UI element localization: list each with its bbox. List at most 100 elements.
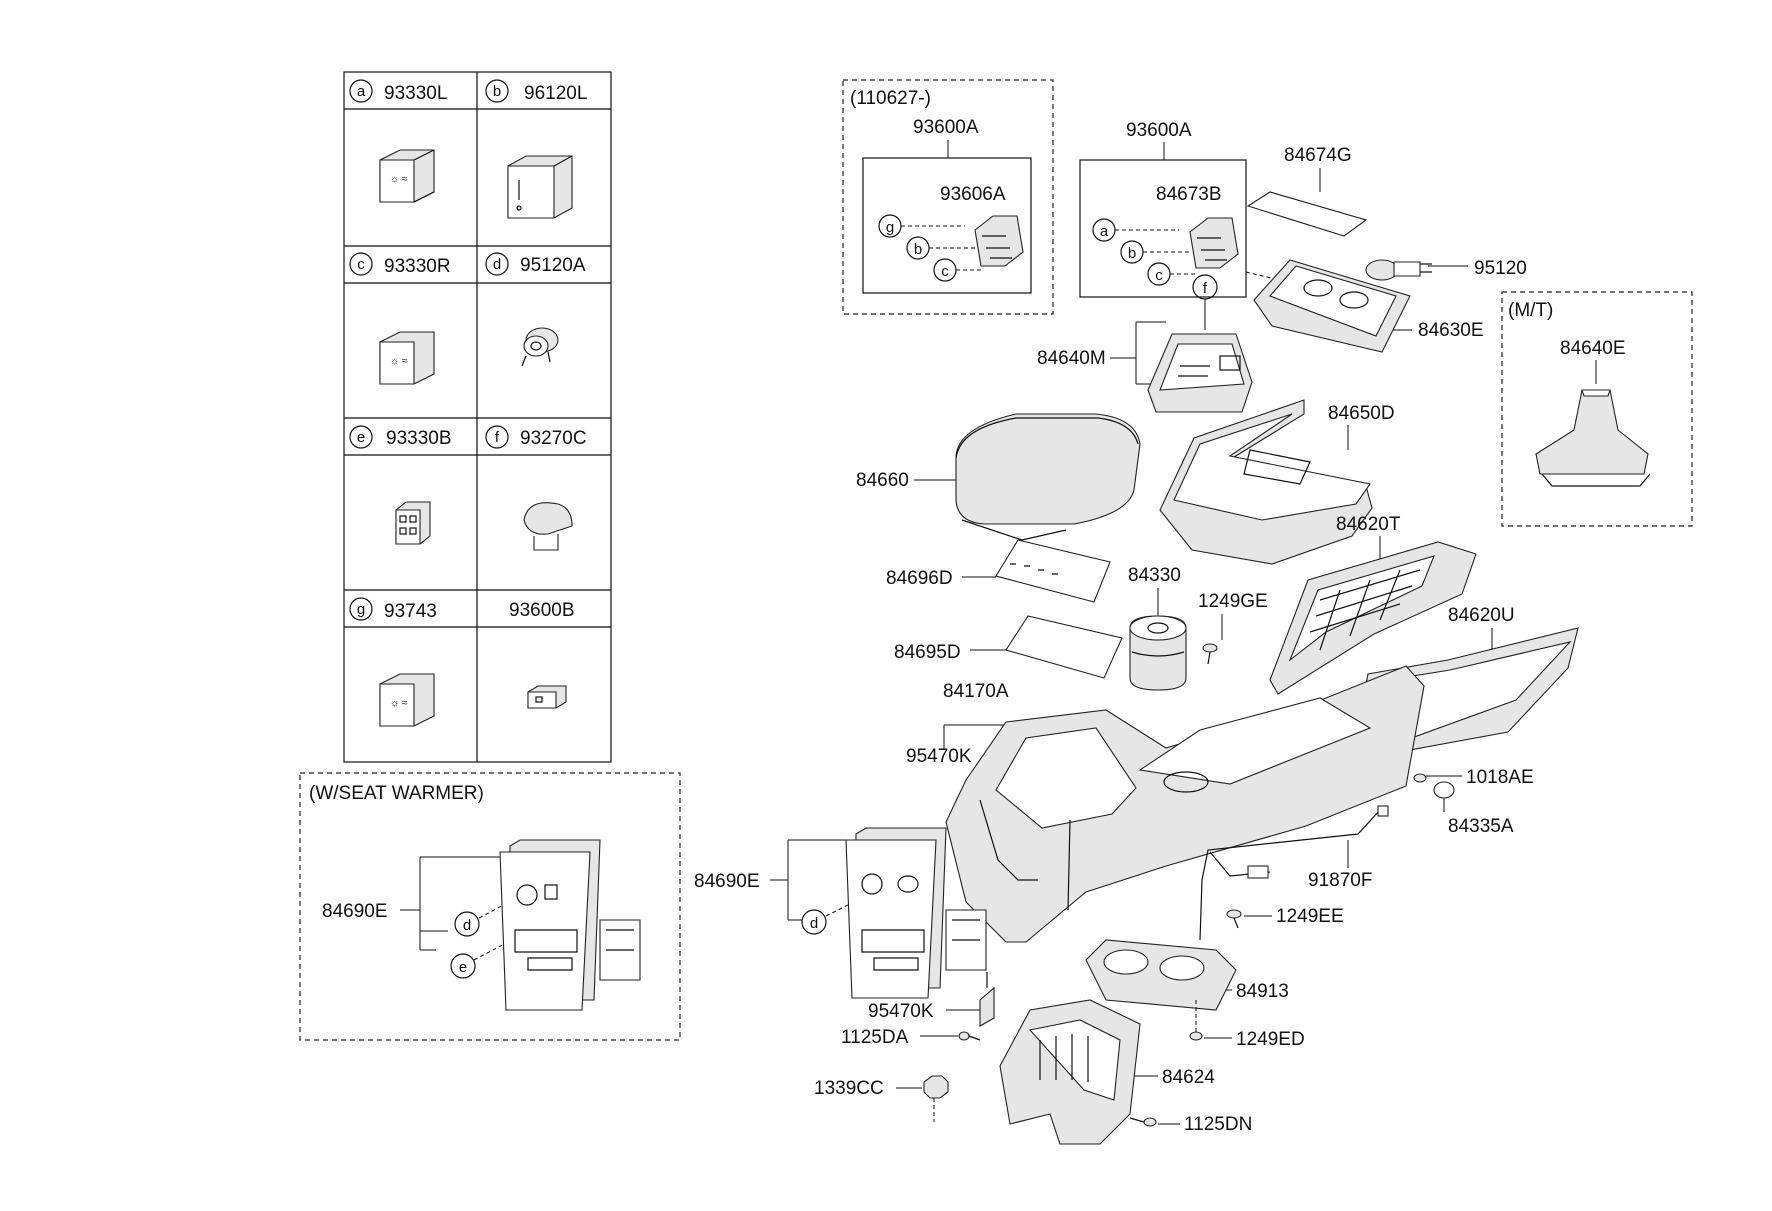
base-sub-label: 84673B	[1156, 184, 1222, 205]
screw-icon	[1189, 1000, 1203, 1041]
shifter-cover-icon	[1147, 333, 1253, 413]
svg-text:b: b	[1128, 245, 1136, 262]
svg-text:84650D: 84650D	[1328, 403, 1395, 424]
part-84624: 84624	[999, 999, 1215, 1145]
svg-text:84913: 84913	[1236, 981, 1289, 1002]
svg-text:1249GE: 1249GE	[1198, 591, 1268, 612]
svg-text:91870F: 91870F	[1308, 870, 1372, 891]
dated-assembly-label: 93600A	[913, 117, 979, 138]
legend-table: a 93330L b 96120L c 93330R d 95120A e 93…	[343, 71, 612, 763]
svg-text:d: d	[463, 917, 471, 934]
bolt-icon	[958, 1031, 981, 1041]
part-84650D: 84650D	[1159, 399, 1395, 565]
part-84620T: 84620T	[1269, 514, 1477, 695]
part-84695D: 84695D	[894, 615, 1123, 679]
legend-letter: c	[357, 256, 365, 273]
dated-sub-label: 93606A	[940, 184, 1006, 205]
armrest-lid-icon	[955, 413, 1141, 541]
console-upper-cover-icon	[1159, 399, 1373, 565]
legend-part-number: 95120A	[520, 255, 586, 276]
sensor-icon	[979, 972, 995, 1027]
svg-text:1125DA: 1125DA	[841, 1027, 909, 1048]
switch-g-icon: ☼ ≈	[379, 673, 435, 727]
part-1249GE: 1249GE	[1198, 591, 1268, 665]
svg-text:84170A: 84170A	[943, 681, 1009, 702]
switch-c-icon: ☼ ≈	[379, 331, 435, 385]
switch-bracket-icon	[974, 215, 1024, 267]
mt-group: (M/T) 84640E	[1501, 291, 1693, 527]
switch-e-icon	[395, 501, 431, 545]
dated-switch-group: (110627-) 93600A 93606A g b c	[842, 79, 1054, 315]
mt-heading: (M/T)	[1508, 300, 1553, 321]
svg-text:84660: 84660	[856, 470, 909, 491]
part-84170A: 84170A 95470K	[906, 665, 1425, 943]
cap-f-icon	[523, 502, 573, 551]
svg-text:1018AE: 1018AE	[1466, 767, 1534, 788]
screw-icon	[1226, 909, 1242, 929]
part-84630E: 84630E	[1253, 259, 1484, 353]
part-84335A: 84335A	[1433, 781, 1514, 837]
legend-cell-g: g 93743	[349, 597, 437, 622]
legend-letter: b	[493, 83, 501, 100]
svg-text:95470K: 95470K	[906, 746, 972, 767]
part-95470K-lower: 95470K	[868, 972, 995, 1027]
legend-part-number: 93270C	[520, 428, 587, 449]
legend-cell-blank: 93600B	[509, 600, 575, 621]
bolt-icon	[1129, 1117, 1157, 1127]
connector-icon	[527, 685, 567, 709]
legend-part-number: 96120L	[524, 83, 587, 104]
seat-warmer-panel-icon	[499, 839, 641, 1011]
front-panel-icon	[845, 827, 987, 999]
side-panel-left-icon	[1269, 541, 1477, 695]
svg-text:c: c	[941, 263, 949, 280]
part-84330: 84330	[1128, 565, 1187, 691]
ash-cup-icon	[1129, 615, 1187, 691]
mat-84696D-icon	[995, 539, 1111, 603]
svg-text:☼ ≈: ☼ ≈	[390, 174, 408, 185]
power-outlet-icon	[1365, 259, 1432, 281]
console-body-icon	[945, 665, 1425, 943]
legend-cell-c: c 93330R	[349, 252, 451, 277]
legend-cell-f: f 93270C	[485, 425, 587, 449]
svg-text:84620U: 84620U	[1448, 605, 1515, 626]
legend-cell-b: b 96120L	[485, 79, 587, 104]
mt-part-label: 84640E	[1560, 338, 1626, 359]
part-1018AE: 1018AE	[1413, 767, 1534, 788]
legend-cell-d: d 95120A	[485, 252, 586, 276]
callout-d: d	[801, 909, 827, 935]
legend-part-number: 93330R	[384, 256, 451, 277]
legend-cell-e: e 93330B	[349, 425, 452, 449]
legend-letter: a	[357, 83, 366, 100]
legend-part-number: 93743	[384, 601, 437, 622]
svg-text:1249EE: 1249EE	[1276, 906, 1344, 927]
shift-boot-icon	[1535, 389, 1651, 487]
svg-text:f: f	[1203, 280, 1208, 297]
power-outlet-d-icon	[521, 327, 559, 367]
svg-text:☼ ≈: ☼ ≈	[390, 698, 408, 709]
svg-text:d: d	[810, 915, 818, 932]
svg-text:84690E: 84690E	[694, 871, 760, 892]
legend-letter: e	[357, 429, 365, 446]
seat-warmer-heading: (W/SEAT WARMER)	[309, 783, 484, 804]
svg-text:84630E: 84630E	[1418, 320, 1484, 341]
legend-part-number: 93330L	[384, 83, 447, 104]
part-1339CC: 1339CC	[814, 1075, 949, 1122]
svg-text:a: a	[1100, 223, 1109, 240]
switch-bracket-icon	[1189, 217, 1239, 269]
callout-a: a	[1092, 218, 1116, 242]
legend-letter: d	[493, 256, 501, 273]
svg-text:1125DN: 1125DN	[1184, 1114, 1252, 1135]
base-assembly-label: 93600A	[1126, 120, 1192, 141]
nut-icon	[923, 1075, 949, 1122]
svg-text:84330: 84330	[1128, 565, 1181, 586]
cup-holder-icon	[1085, 939, 1237, 1011]
svg-text:84620T: 84620T	[1336, 514, 1401, 535]
screw-icon	[1202, 643, 1218, 665]
part-84690E-front: 84690E d	[694, 827, 987, 999]
module-b-icon	[507, 155, 573, 219]
part-84640M: 84640M f	[1037, 274, 1253, 413]
svg-text:84335A: 84335A	[1448, 816, 1514, 837]
svg-text:☼ ≈: ☼ ≈	[390, 356, 408, 367]
clip-icon	[1413, 773, 1427, 783]
